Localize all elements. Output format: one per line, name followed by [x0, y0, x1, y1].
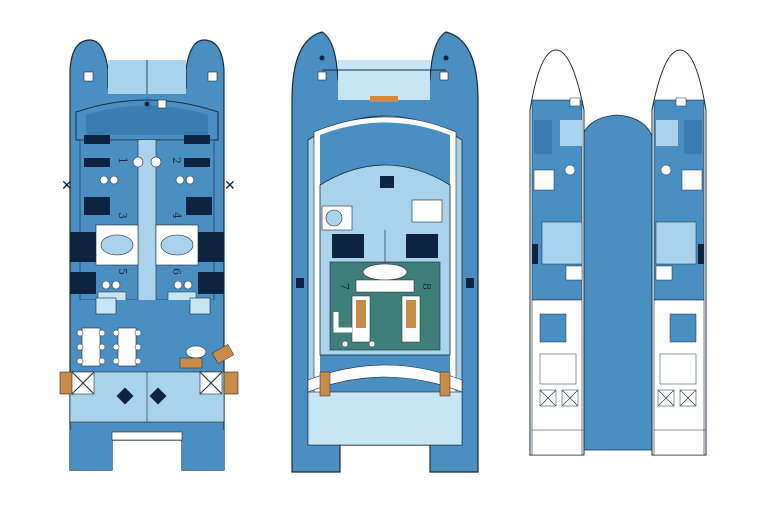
life-raft-icon: [439, 371, 451, 397]
cabin-number: 6: [170, 268, 183, 275]
cabin-number: 8: [420, 283, 433, 290]
table-icon: [112, 327, 142, 367]
life-raft-icon: [406, 300, 416, 328]
left-cabins-port: [70, 135, 139, 303]
bed-icon: [84, 135, 110, 144]
life-raft-icon: [319, 371, 331, 397]
stairs-icon: [655, 265, 673, 281]
stairs-icon: [189, 297, 211, 315]
deck-plan-lower: ✕ ✕ 1 2 3 4 5 6: [59, 39, 239, 471]
bed-icon: [84, 158, 110, 167]
bed-icon: [332, 234, 364, 258]
starboard-hull: [651, 49, 707, 456]
cabin-number: 2: [170, 157, 183, 164]
port-hull: [529, 49, 585, 456]
cabin-number: 5: [116, 268, 129, 275]
deck-plan-hulls: [529, 49, 707, 456]
bed-icon: [184, 135, 210, 144]
cabin-number: 3: [116, 212, 129, 219]
bed-icon: [84, 197, 110, 215]
left-corridor: [138, 140, 156, 300]
left-cabins-starboard: [155, 135, 224, 303]
life-raft-icon: [223, 371, 239, 395]
stairs-icon: [565, 265, 583, 281]
cabin-number: 1: [116, 157, 129, 164]
table-icon: [76, 327, 106, 367]
cross-icon: ✕: [61, 178, 73, 194]
bed-icon: [539, 313, 567, 343]
trampoline: [579, 114, 655, 451]
bed-icon: [70, 272, 96, 294]
stairs-icon: [95, 297, 117, 315]
bed-icon: [70, 232, 96, 262]
cabin-number: 7: [338, 283, 351, 290]
bed-icon: [406, 234, 438, 258]
middle-aft-deck: [307, 391, 463, 446]
bed-icon: [184, 158, 210, 167]
cross-icon: ✕: [224, 178, 236, 194]
bed-icon: [669, 313, 697, 343]
life-raft-icon: [356, 300, 366, 328]
bed-icon: [198, 272, 224, 294]
bed-icon: [186, 197, 212, 215]
cabin-number: 4: [170, 212, 183, 219]
bed-icon: [198, 232, 224, 262]
deck-plan-main: 7 8: [291, 31, 479, 473]
